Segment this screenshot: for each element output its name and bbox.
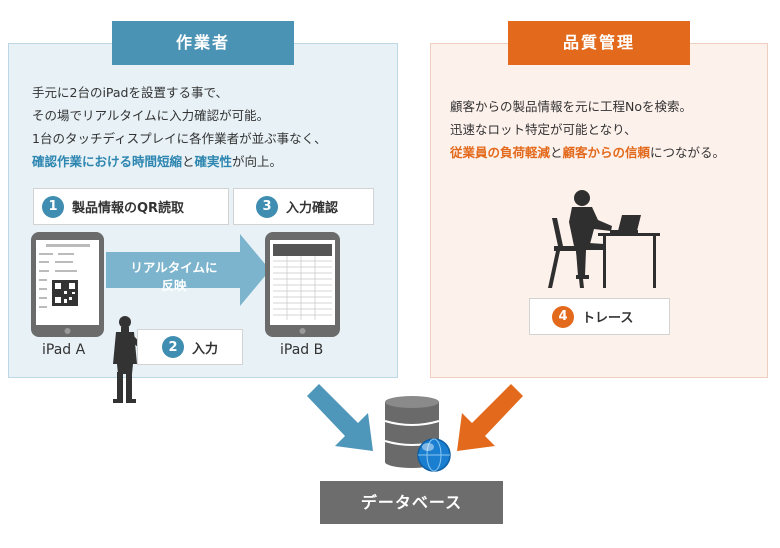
ipad-b-icon (265, 232, 340, 337)
highlight-certainty: 確実性 (194, 154, 233, 169)
highlight-workload-reduction: 従業員の負荷軽減 (450, 145, 551, 160)
step-label: 製品情報のQR読取 (72, 201, 185, 216)
highlight-time-saving: 確認作業における時間短縮 (32, 154, 183, 169)
worker-description: 手元に2台のiPadを設置する事で、 その場でリアルタイムに入力確認が可能。 1… (32, 81, 327, 173)
quality-to-db-arrow (457, 384, 523, 451)
step-label: トレース (582, 311, 634, 326)
worker-desc-joiner: と (182, 154, 195, 169)
sync-label-line: 反映 (161, 278, 187, 293)
sync-arrow (106, 234, 270, 306)
quality-desc-joiner: と (550, 145, 563, 160)
step-number-badge: 4 (552, 305, 574, 328)
step-qr-scan: 1 製品情報のQR読取 (33, 188, 229, 225)
quality-title: 品質管理 (508, 21, 690, 65)
quality-desc-line: 迅速なロット特定が可能となり、 (450, 122, 637, 137)
quality-desc-line: 従業員の負荷軽減と顧客からの信頼につながる。 (450, 141, 725, 164)
step-label: 入力確認 (286, 201, 339, 216)
step-number-badge: 3 (256, 195, 278, 218)
globe-icon (417, 438, 451, 472)
worker-desc-line: その場でリアルタイムに入力確認が可能。 (32, 108, 270, 123)
worker-desc-line: 確認作業における時間短縮と確実性が向上。 (32, 150, 327, 173)
quality-description: 顧客からの製品情報を元に工程Noを検索。 迅速なロット特定が可能となり、 従業員… (450, 95, 725, 164)
worker-desc-line: 1台のタッチディスプレイに各作業者が並ぶ事なく、 (32, 131, 327, 146)
worker-desc-line: 手元に2台のiPadを設置する事で、 (32, 85, 228, 100)
person-at-desk-icon (548, 190, 660, 288)
ipad-a-icon (31, 232, 104, 337)
database-label: データベース (320, 481, 503, 524)
quality-desc-ending: につながる。 (650, 145, 726, 160)
step-input-confirm: 3 入力確認 (233, 188, 374, 225)
worker-desc-ending: が向上。 (232, 154, 283, 169)
sync-label-line: リアルタイムに (130, 260, 218, 275)
step-number-badge: 1 (42, 195, 64, 218)
quality-desc-line: 顧客からの製品情報を元に工程Noを検索。 (450, 99, 692, 114)
step-number-badge: 2 (162, 336, 184, 358)
highlight-customer-trust: 顧客からの信頼 (562, 145, 651, 160)
worker-to-db-arrow (307, 384, 373, 451)
worker-title: 作業者 (112, 21, 294, 65)
step-trace: 4 トレース (529, 298, 670, 335)
step-label: 入力 (192, 341, 219, 357)
ipad-a-label: iPad A (42, 342, 86, 358)
ipad-b-label: iPad B (280, 342, 324, 358)
step-input: 2 入力 (137, 329, 243, 365)
realtime-sync-label: リアルタイムに 反映 (116, 259, 232, 295)
